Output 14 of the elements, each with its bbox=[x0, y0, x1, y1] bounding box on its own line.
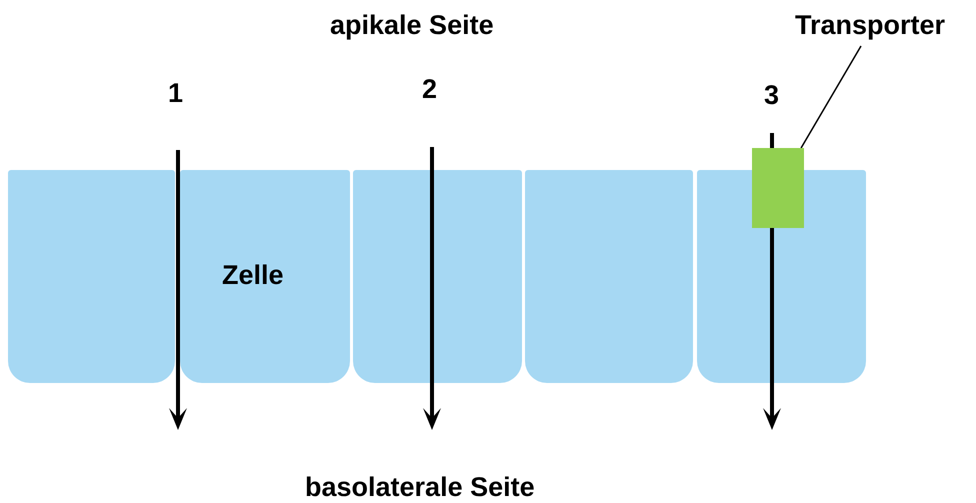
leader-line bbox=[800, 46, 862, 148]
cell-body bbox=[180, 170, 350, 383]
side-label: apikale Seite bbox=[330, 12, 494, 39]
cell-label: Zelle bbox=[222, 262, 284, 289]
part-label: Transporter bbox=[795, 12, 973, 44]
transporter-box bbox=[752, 148, 804, 228]
callout-number: 1 bbox=[168, 80, 184, 107]
callout-number: 3 bbox=[764, 82, 780, 109]
cell-body bbox=[353, 170, 522, 383]
side-label: basolaterale Seite bbox=[305, 474, 535, 501]
callout-number: 2 bbox=[422, 76, 438, 103]
cell-body bbox=[697, 170, 866, 383]
cell-body bbox=[8, 170, 175, 383]
cell-body bbox=[525, 170, 693, 383]
